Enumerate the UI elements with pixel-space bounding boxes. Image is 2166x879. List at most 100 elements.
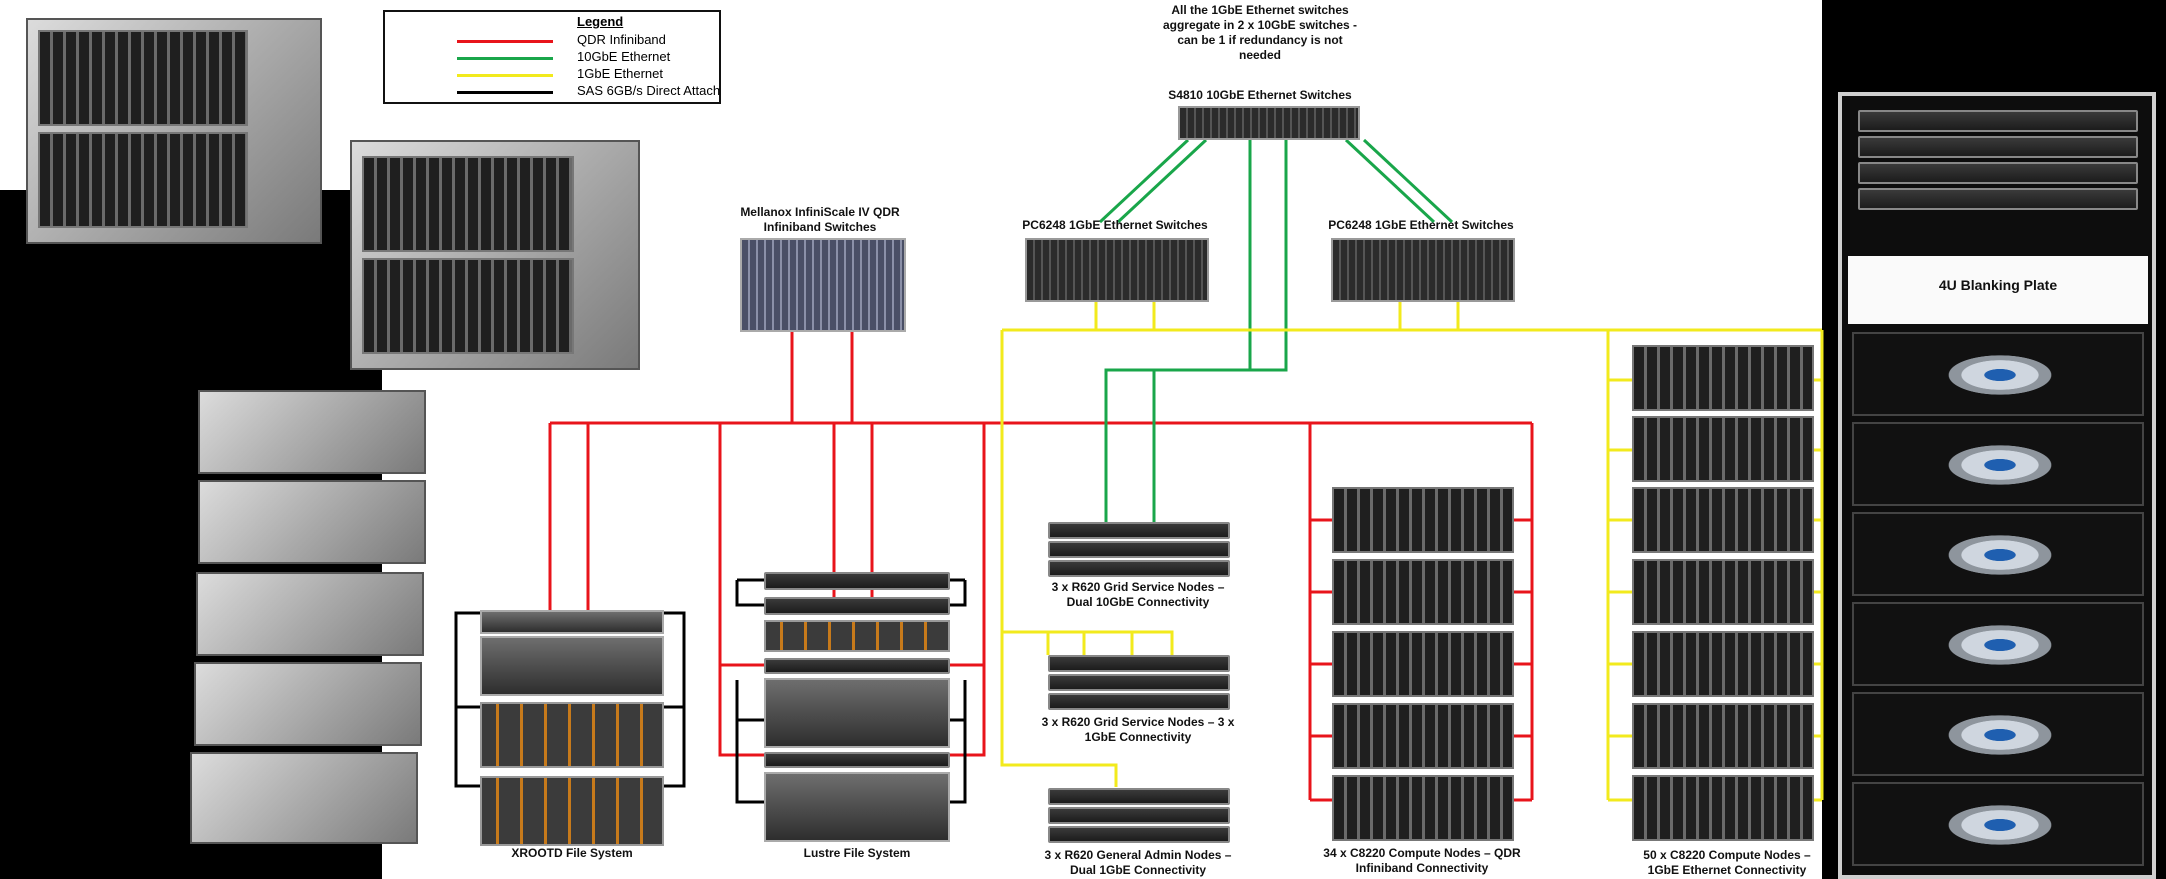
rack-c8220-unit-6	[1852, 782, 2144, 866]
c8220-1gbe-chassis-4	[1632, 559, 1814, 625]
rack-c8220-unit-1	[1852, 332, 2144, 416]
rack-unit-bezel-icon	[1940, 622, 2060, 668]
lustre-label: Lustre File System	[803, 846, 911, 860]
c8220-1gbe-chassis-3	[1632, 487, 1814, 553]
lustre-server-1	[764, 572, 950, 590]
legend-label-10gbe: 10GbE Ethernet	[577, 49, 671, 64]
legend-title: Legend	[577, 14, 624, 29]
rack-frame: 4U Blanking Plate	[1838, 92, 2156, 879]
one-gbe-c8220-ticks-left	[1608, 378, 1632, 802]
rack-unit-bezel-icon	[1940, 442, 2060, 488]
qdr-c8220-ticks-right	[1512, 518, 1532, 802]
ten-gbe-uplink-left-1	[1098, 138, 1190, 224]
legend: Legend QDR Infiniband 10GbE Ethernet 1Gb…	[383, 10, 721, 104]
xrootd-controller	[480, 636, 664, 696]
legend-item-qdr: QDR Infiniband	[457, 32, 717, 50]
legend-item-1gbe: 1GbE Ethernet	[457, 66, 717, 84]
blade-bay-top	[38, 30, 248, 126]
sas-links	[454, 578, 967, 804]
sas-lustre-lower-left	[735, 680, 764, 804]
grid-10gbe-label: 3 x R620 Grid Service Nodes – Dual 10GbE…	[1051, 580, 1225, 609]
rack-server-unit-1	[1858, 162, 2138, 184]
one-gbe-grid-bus	[1002, 630, 1174, 655]
ten-gbe-uplink-left-2	[1116, 138, 1208, 224]
ten-gbe-links	[1098, 138, 1454, 525]
legend-item-sas: SAS 6GB/s Direct Attach	[457, 83, 720, 101]
s4810-label: S4810 10GbE Ethernet Switches	[1168, 88, 1352, 102]
blade-bay-top	[362, 156, 574, 252]
c8220-qdr-chassis-2	[1332, 559, 1514, 625]
legend-swatch-sas	[457, 91, 553, 94]
mellanox-label: Mellanox InfiniScale IV QDR Infiniband S…	[740, 205, 900, 234]
ten-gbe-grid-2	[1152, 140, 1288, 525]
legend-item-10gbe: 10GbE Ethernet	[457, 49, 717, 67]
c8220-chassis-5	[190, 752, 418, 844]
grid-1gbe-label: 3 x R620 Grid Service Nodes – 3 x 1GbE C…	[1041, 715, 1235, 744]
ten-gbe-uplink-right-1	[1344, 138, 1436, 224]
lustre-server-3	[764, 658, 950, 674]
lustre-server-4	[764, 752, 950, 768]
blade-bay-bottom	[38, 132, 248, 228]
rack-switch-unit-2	[1858, 136, 2138, 158]
blade-bay-bottom	[362, 258, 574, 354]
c8220-1gbe-chassis-1	[1632, 345, 1814, 411]
admin-node-2	[1048, 807, 1230, 824]
c8220-qdr-label: 34 x C8220 Compute Nodes – QDR Infiniban…	[1323, 846, 1521, 875]
grid-10gbe-node-1	[1048, 522, 1230, 539]
rack-c8220-unit-5	[1852, 692, 2144, 776]
rack-switch-unit-1	[1858, 110, 2138, 132]
blade-chassis-2	[350, 140, 640, 370]
qdr-lustre-left	[718, 423, 764, 757]
c8220-1gbe-chassis-2	[1632, 416, 1814, 482]
lustre-server-2	[764, 597, 950, 615]
rack-c8220-unit-2	[1852, 422, 2144, 506]
blade-chassis-1	[26, 18, 322, 244]
c8220-chassis-4	[194, 662, 422, 746]
rack-blanking-plate-label: 4U Blanking Plate	[1938, 277, 2058, 293]
sas-xrootd-right	[664, 611, 686, 788]
grid-10gbe-node-3	[1048, 560, 1230, 577]
sas-xrootd-left	[454, 611, 480, 788]
rack-unit-bezel-icon	[1940, 532, 2060, 578]
legend-label-qdr: QDR Infiniband	[577, 32, 666, 47]
c8220-1gbe-chassis-5	[1632, 631, 1814, 697]
one-gbe-c8220-ticks-right	[1812, 378, 1822, 802]
pc6248-right-label: PC6248 1GbE Ethernet Switches	[1328, 218, 1514, 232]
admin-node-3	[1048, 826, 1230, 843]
legend-label-1gbe: 1GbE Ethernet	[577, 66, 663, 81]
one-gbe-left-drop	[1000, 330, 1118, 787]
admin-node-1	[1048, 788, 1230, 805]
grid-1gbe-node-3	[1048, 693, 1230, 710]
admin-label: 3 x R620 General Admin Nodes – Dual 1GbE…	[1044, 848, 1232, 877]
rack-unit-bezel-icon	[1940, 802, 2060, 848]
qdr-lustre-right	[950, 423, 986, 757]
ten-gbe-uplink-right-2	[1362, 138, 1454, 224]
one-gbe-links	[1000, 302, 1824, 802]
legend-swatch-qdr	[457, 40, 553, 43]
rack-unit-bezel-icon	[1940, 352, 2060, 398]
legend-swatch-10gbe	[457, 57, 553, 60]
lustre-oss-array-1	[764, 678, 950, 748]
rack-server-unit-2	[1858, 188, 2138, 210]
rack-unit-bezel-icon	[1940, 712, 2060, 758]
c8220-qdr-chassis-1	[1332, 487, 1514, 553]
grid-1gbe-node-2	[1048, 674, 1230, 691]
lustre-oss-array-2	[764, 772, 950, 842]
rack-c8220-unit-4	[1852, 602, 2144, 686]
xrootd-disk-shelf-1	[480, 702, 664, 768]
sas-lustre-left	[735, 578, 764, 607]
c8220-qdr-chassis-4	[1332, 703, 1514, 769]
qdr-infiniband-links	[548, 332, 1534, 802]
mellanox-switch-stack	[740, 238, 906, 332]
c8220-qdr-chassis-3	[1332, 631, 1514, 697]
legend-swatch-1gbe	[457, 74, 553, 77]
sas-lustre-right	[950, 578, 967, 607]
s4810-switch	[1178, 106, 1360, 140]
xrootd-disk-shelf-2	[480, 776, 664, 846]
rack-blanking-plate: 4U Blanking Plate	[1848, 256, 2148, 324]
pc6248-left-switch	[1025, 238, 1209, 302]
c8220-chassis-3	[196, 572, 424, 656]
rack-c8220-unit-3	[1852, 512, 2144, 596]
c8220-1gbe-chassis-7	[1632, 775, 1814, 841]
grid-1gbe-node-1	[1048, 655, 1230, 672]
